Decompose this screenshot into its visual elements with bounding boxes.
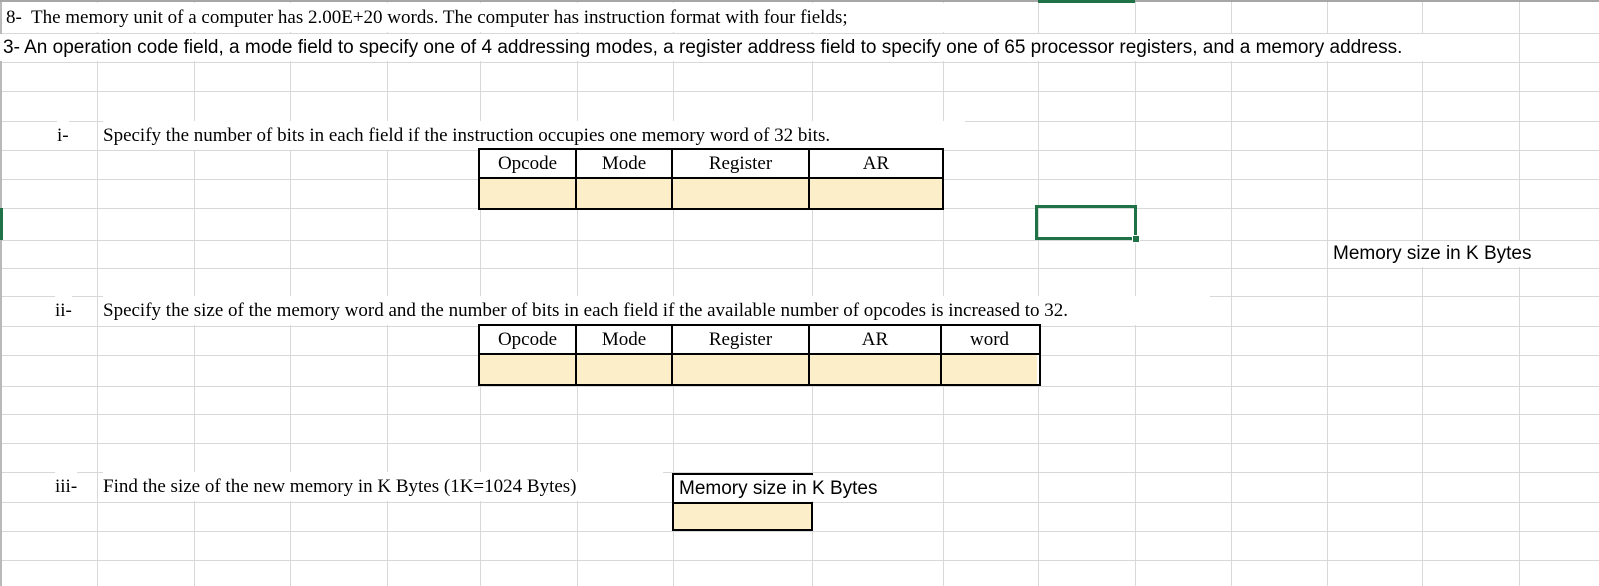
gridline-h xyxy=(0,91,1599,92)
selected-column-indicator xyxy=(1038,0,1135,3)
table2-header-mode[interactable]: Mode xyxy=(577,326,673,353)
gridline-h xyxy=(0,472,1599,473)
question-i-marker[interactable]: i- xyxy=(57,121,69,150)
gridline-v xyxy=(812,0,813,586)
table1-answer-mode[interactable] xyxy=(577,179,673,208)
selected-row-indicator xyxy=(0,208,3,240)
question-ii-marker[interactable]: ii- xyxy=(55,296,72,325)
table1-header-register[interactable]: Register xyxy=(673,150,810,177)
table1-answer-register[interactable] xyxy=(673,179,810,208)
table2-header-ar[interactable]: AR xyxy=(810,326,942,353)
gridline-v xyxy=(290,0,291,586)
problem-line-2[interactable]: 3- An operation code field, a mode field… xyxy=(0,34,1490,61)
table2-header-register[interactable]: Register xyxy=(673,326,810,353)
gridline-h xyxy=(0,386,1599,387)
gridline-h xyxy=(0,443,1599,444)
table1-answer-opcode[interactable] xyxy=(480,179,577,208)
gridline-h xyxy=(0,33,1599,34)
table1-header-opcode[interactable]: Opcode xyxy=(480,150,577,177)
gridline-v xyxy=(480,0,481,586)
gridline-v xyxy=(943,0,944,586)
table1-header-ar[interactable]: AR xyxy=(810,150,942,177)
table2-header-opcode[interactable]: Opcode xyxy=(480,326,577,353)
gridline-v xyxy=(1231,0,1232,586)
question-i-text[interactable]: Specify the number of bits in each field… xyxy=(103,121,965,150)
gridline-h xyxy=(0,560,1599,561)
gridline-h xyxy=(0,531,1599,532)
gridline-v xyxy=(577,0,578,586)
gridline-v xyxy=(1422,0,1423,586)
memory-size-answer-label: Memory size in K Bytes xyxy=(674,476,878,501)
table2-answer-register[interactable] xyxy=(673,355,810,384)
table1-answer-ar[interactable] xyxy=(810,179,942,208)
table2-answer-opcode[interactable] xyxy=(480,355,577,384)
instruction-fields-table-1: Opcode Mode Register AR xyxy=(478,148,944,210)
memory-size-side-label[interactable]: Memory size in K Bytes xyxy=(1329,241,1545,267)
question-iii-text[interactable]: Find the size of the new memory in K Byt… xyxy=(103,472,663,501)
gridline-v xyxy=(1327,0,1328,586)
table2-header-word[interactable]: word xyxy=(942,326,1037,353)
selected-cell[interactable] xyxy=(1035,205,1140,243)
memory-size-answer-cell[interactable] xyxy=(672,502,813,531)
gridline-v xyxy=(673,0,674,586)
gridline-h xyxy=(0,62,1599,63)
memory-size-answer-label-cell[interactable]: Memory size in K Bytes xyxy=(672,473,878,502)
row-header-crop-edge xyxy=(0,0,2,586)
column-header-crop-edge xyxy=(0,0,1599,2)
question-iii-marker[interactable]: iii- xyxy=(55,472,78,501)
fill-handle[interactable] xyxy=(1132,235,1140,243)
table2-answer-mode[interactable] xyxy=(577,355,673,384)
gridline-h xyxy=(0,240,1599,241)
gridline-v xyxy=(387,0,388,586)
question-ii-text[interactable]: Specify the size of the memory word and … xyxy=(103,296,1210,325)
gridline-v xyxy=(1038,0,1039,586)
table2-answer-ar[interactable] xyxy=(810,355,942,384)
problem-line-1[interactable]: 8- The memory unit of a computer has 2.0… xyxy=(2,3,1032,32)
gridline-h xyxy=(0,414,1599,415)
gridline-v xyxy=(1135,0,1136,586)
gridline-v xyxy=(97,0,98,586)
gridline-h xyxy=(0,268,1599,269)
instruction-fields-table-2: Opcode Mode Register AR word xyxy=(478,324,1041,386)
gridline-v xyxy=(1519,0,1520,586)
gridline-v xyxy=(194,0,195,586)
table1-header-mode[interactable]: Mode xyxy=(577,150,673,177)
table2-answer-word[interactable] xyxy=(942,355,1037,384)
